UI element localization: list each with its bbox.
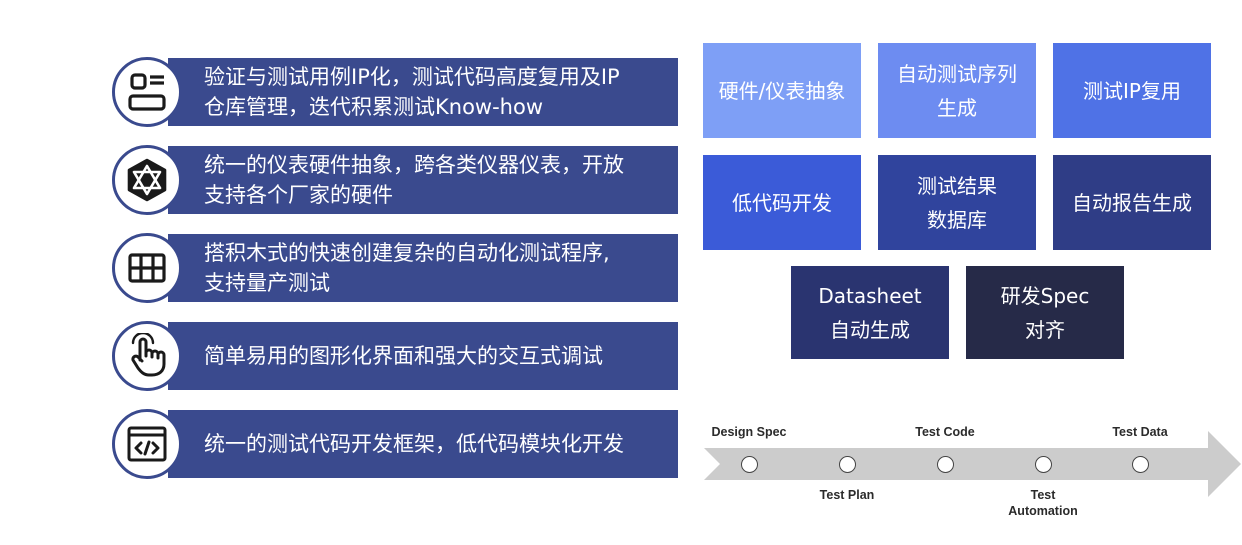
tile-label-line: 自动测试序列 — [897, 61, 1017, 86]
feature-banner: 验证与测试用例IP化，测试代码高度复用及IP 仓库管理，迭代积累测试Know-ho… — [168, 58, 678, 126]
timeline-stage-label: Design Spec — [711, 425, 787, 439]
timeline-stage-dot — [740, 455, 758, 473]
timeline-stage-label-line: Test — [1030, 488, 1056, 502]
tile-label-line: 对齐 — [1025, 317, 1065, 342]
feature-text: 验证与测试用例IP化，测试代码高度复用及IP 仓库管理，迭代积累测试Know-ho… — [204, 62, 620, 122]
arrow-shape — [704, 431, 1241, 497]
polyhedron-icon — [112, 145, 182, 215]
feature-banner: 搭积木式的快速创建复杂的自动化测试程序, 支持量产测试 — [168, 234, 678, 302]
feature-text-line: 支持各个厂家的硬件 — [204, 183, 393, 207]
feature-text: 统一的仪表硬件抽象，跨各类仪器仪表，开放支持各个厂家的硬件 — [204, 150, 624, 210]
tile-label-line: 生成 — [937, 95, 977, 120]
feature-text-line: 统一的仪表硬件抽象，跨各类仪器仪表，开放 — [204, 153, 624, 177]
capability-tile: 测试IP复用 — [1053, 43, 1211, 138]
feature-text-line: 搭积木式的快速创建复杂的自动化测试程序, — [204, 241, 610, 265]
capability-tile: 研发Spec 对齐 — [966, 266, 1124, 359]
building-blocks-icon — [112, 233, 182, 303]
feature-item: 简单易用的图形化界面和强大的交互式调试 — [112, 316, 680, 396]
timeline-stage-dot — [838, 455, 856, 473]
timeline-stage-dot — [1034, 455, 1052, 473]
timeline-stage-dot — [1131, 455, 1149, 473]
feature-text: 简单易用的图形化界面和强大的交互式调试 — [204, 341, 603, 371]
tile-label-line: 低代码开发 — [732, 190, 832, 215]
tile-label-line: 测试IP复用 — [1083, 78, 1181, 103]
capability-tile: 自动报告生成 — [1053, 155, 1211, 250]
feature-text: 搭积木式的快速创建复杂的自动化测试程序, 支持量产测试 — [204, 238, 610, 298]
feature-banner: 统一的测试代码开发框架，低代码模块化开发 — [168, 410, 678, 478]
feature-item: 搭积木式的快速创建复杂的自动化测试程序, 支持量产测试 — [112, 228, 680, 308]
feature-item: 统一的测试代码开发框架，低代码模块化开发 — [112, 404, 680, 484]
feature-text: 统一的测试代码开发框架，低代码模块化开发 — [204, 429, 624, 459]
tile-label-line: 测试结果 — [917, 173, 997, 198]
tile-label-line: 数据库 — [927, 207, 987, 232]
timeline-stage-label: Test Code — [915, 425, 975, 439]
timeline-stage-label-line: Automation — [1008, 504, 1078, 518]
feature-text-line: 支持量产测试 — [204, 271, 330, 295]
feature-text-line: 统一的测试代码开发框架，低代码模块化开发 — [204, 432, 624, 456]
tile-label-line: 自动报告生成 — [1072, 190, 1192, 215]
feature-text-line: 验证与测试用例IP化，测试代码高度复用及IP — [204, 65, 620, 89]
capability-tile: 自动测试序列生成 — [878, 43, 1036, 138]
timeline-arrow — [704, 431, 1241, 497]
feature-item: 统一的仪表硬件抽象，跨各类仪器仪表，开放支持各个厂家的硬件 — [112, 140, 680, 220]
capability-tile: Datasheet 自动生成 — [791, 266, 949, 359]
feature-item: 验证与测试用例IP化，测试代码高度复用及IP 仓库管理，迭代积累测试Know-ho… — [112, 52, 680, 132]
hand-pointer-icon — [112, 321, 182, 391]
feature-text-line: 简单易用的图形化界面和强大的交互式调试 — [204, 344, 603, 368]
capability-tile: 测试结果数据库 — [878, 155, 1036, 250]
tile-label-line: 自动生成 — [830, 317, 910, 342]
code-window-icon — [112, 409, 182, 479]
timeline-stage-dot — [936, 455, 954, 473]
timeline-stage-label: Test Plan — [819, 488, 875, 502]
feature-text-line: 仓库管理，迭代积累测试Know-how — [204, 95, 544, 119]
capability-tile: 硬件/仪表抽象 — [703, 43, 861, 138]
feature-banner: 简单易用的图形化界面和强大的交互式调试 — [168, 322, 678, 390]
id-card-icon — [112, 57, 182, 127]
timeline-stage-label: Test Data — [1112, 425, 1168, 439]
capability-tile: 低代码开发 — [703, 155, 861, 250]
tile-label-line: 硬件/仪表抽象 — [718, 78, 846, 103]
feature-banner: 统一的仪表硬件抽象，跨各类仪器仪表，开放支持各个厂家的硬件 — [168, 146, 678, 214]
tile-label-line: Datasheet — [818, 283, 922, 308]
tile-label-line: 研发Spec — [1000, 283, 1090, 308]
